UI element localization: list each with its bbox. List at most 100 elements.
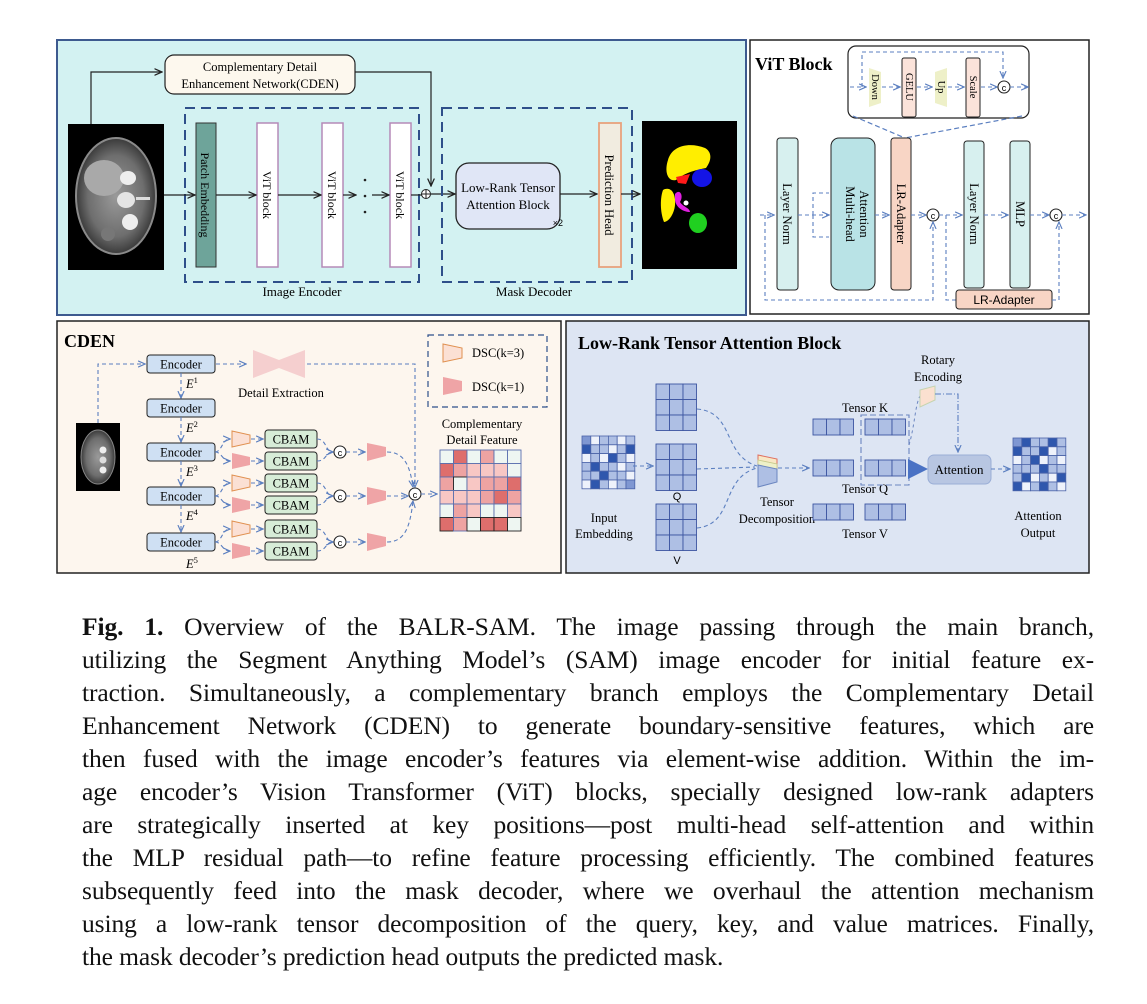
flow-arrow [214, 451, 230, 461]
low-rank-block-line2: Attention Block [466, 197, 550, 212]
matrix-cell [1047, 481, 1058, 492]
caption-line-10: using a low-rank tensor decomposition of… [82, 909, 1094, 938]
svg-text:c: c [1054, 211, 1059, 221]
tensor-k-label: Tensor K [842, 401, 888, 415]
tensor-v-cell [891, 503, 906, 521]
v-label: V [673, 555, 681, 567]
attention-output-line2: Output [1021, 526, 1056, 540]
feature-cell [453, 490, 468, 505]
input-ct-image [68, 124, 164, 270]
superscript: 4 [194, 507, 199, 517]
matrix-cell [616, 470, 627, 481]
dsc-k3-shape [231, 430, 251, 448]
k-matrix-cell [655, 399, 670, 416]
feature-cell [439, 449, 454, 464]
feature-cell [480, 476, 495, 491]
matrix-cell [1021, 446, 1031, 456]
matrix-cell [1056, 446, 1067, 456]
feature-cell [507, 476, 522, 491]
encoder-label: Encoder [160, 536, 202, 550]
flow-arrow [316, 438, 333, 452]
matrix-cell [1021, 437, 1031, 448]
attention-output-line1: Attention [1014, 509, 1062, 523]
matrix-cell [599, 470, 609, 481]
svg-text:c: c [413, 490, 418, 500]
matrix-cell [590, 444, 600, 454]
k-matrix-cell [682, 414, 697, 431]
feature-cell [507, 490, 522, 505]
k-matrix-cell [669, 383, 684, 400]
matrix-cell [1056, 481, 1067, 492]
scale-label: Scale [967, 76, 978, 99]
matrix-cell [616, 444, 627, 454]
matrix-cell [608, 470, 618, 481]
feature-cell [466, 476, 481, 491]
matrix-cell [599, 444, 609, 454]
lr-adapter-1 [890, 137, 912, 291]
caption-line-2: utilizing the Segment Anything Model’s (… [82, 645, 1094, 674]
svg-text:c: c [931, 211, 936, 221]
rotary-encoding-shape [919, 385, 936, 408]
matrix-cell [625, 470, 636, 481]
matrix-cell [608, 461, 618, 472]
tensor-decomposition-shape [757, 464, 778, 488]
concat-symbol: c [338, 538, 343, 548]
matrix-cell [1039, 446, 1049, 456]
svg-text:c: c [1002, 83, 1007, 93]
tensor-rows [812, 418, 906, 521]
flow-arrow [316, 541, 334, 552]
matrix-cell [1012, 446, 1023, 456]
cden-box-line1: Complementary Detail [203, 60, 318, 74]
matrix-cell [599, 453, 609, 463]
superscript: 1 [194, 375, 198, 385]
matrix-cell [599, 461, 609, 472]
feature-cell [493, 463, 508, 478]
up-label: Up [935, 81, 946, 94]
legend-dsc-k1: DSC(k=1) [472, 380, 524, 394]
matrix-cell [1030, 481, 1040, 492]
prediction-head-label: Prediction Head [602, 155, 616, 237]
repeat-label: ×2 [553, 218, 563, 228]
matrix-cell [581, 435, 592, 446]
cden-box [164, 54, 356, 95]
vit-block-title: ViT Block [755, 54, 833, 74]
feature-cell [466, 449, 481, 464]
q-matrix-cell [682, 474, 697, 491]
q-matrix-cell [682, 459, 697, 476]
feature-cell [439, 490, 454, 505]
matrix-cell [625, 444, 636, 454]
matrix-cell [590, 453, 600, 463]
q-matrix-cell [682, 443, 697, 460]
matrix-cell [608, 479, 618, 490]
flow-arrow [316, 482, 333, 496]
matrix-cell [1030, 446, 1040, 456]
layer-norm-1-label: Layer Norm [780, 183, 794, 245]
tensor-k-cell [878, 418, 893, 436]
matrix-cell [590, 470, 600, 481]
figure-caption: Fig. 1. Overview of the BALR-SAM. The im… [82, 610, 1094, 973]
cdf-label-line1: Complementary [442, 417, 523, 431]
low-rank-tensor-block [455, 162, 561, 230]
caption-line-4: Enhancement Network (CDEN) to generate b… [82, 711, 1094, 740]
v-matrix-cell [655, 503, 670, 520]
v-matrix-cell [682, 519, 697, 536]
input-embedding-line2: Embedding [575, 527, 633, 541]
feature-cell [493, 449, 508, 464]
qkv-grids [655, 383, 697, 551]
feature-cell [466, 463, 481, 478]
mha-label-line2: Attention [857, 190, 871, 238]
matrix-cell [1030, 463, 1040, 474]
dsc-k3-shape [231, 520, 251, 538]
feature-cell [453, 463, 468, 478]
flow-arrow [316, 451, 334, 462]
cdf-label-line2: Detail Feature [446, 433, 518, 447]
vit-block-panel: ViT Block Down GELU Up Scale c Layer Nor… [749, 39, 1090, 315]
matrix-cell [1021, 455, 1031, 465]
feature-cell [466, 490, 481, 505]
k-matrix-cell [655, 414, 670, 431]
flow-arrow [386, 451, 413, 487]
q-matrix-cell [655, 443, 670, 460]
matrix-cell [1021, 481, 1031, 492]
mha-label-line1: Multi-head [843, 186, 857, 242]
